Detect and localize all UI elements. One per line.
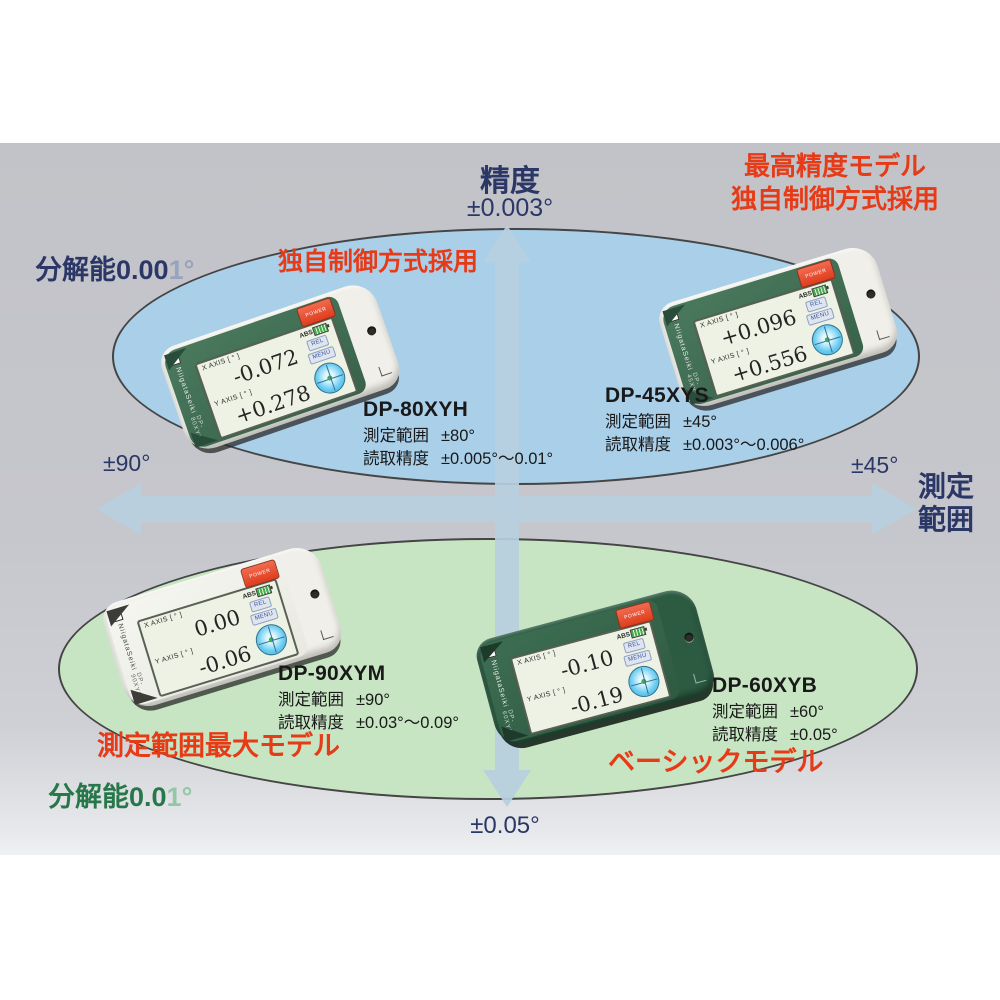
- callout-bottom-left: 測定範囲最大モデル: [97, 731, 340, 761]
- spec-label: 読取精度: [712, 726, 778, 744]
- bullseye-level-icon: [310, 358, 350, 398]
- spec-value: ±0.005°～0.01°: [441, 450, 554, 468]
- abs-mode-label: ABS: [797, 289, 813, 301]
- brand-name: NiigataSeiki: [489, 659, 509, 709]
- abs-mode-label: ABS: [615, 631, 632, 642]
- bullseye-level-icon: [624, 662, 663, 701]
- spec-label: 測定範囲: [363, 427, 429, 445]
- horizontal-axis-right-value: ±45°: [851, 452, 899, 478]
- product-info-dp-80xyh: DP-80XYH 測定範囲 ±80° 読取精度 ±0.005°～0.01°: [363, 398, 553, 471]
- spec-label: 読取精度: [605, 436, 671, 454]
- spec-value: ±0.03°～0.09°: [356, 714, 459, 732]
- spec-value: ±60°: [790, 703, 825, 721]
- spec-value: ±45°: [683, 413, 718, 431]
- spec-value: ±80°: [441, 427, 476, 445]
- resolution-label-top: 分解能0.001°: [35, 255, 195, 285]
- vertical-axis-top-value: ±0.003°: [466, 194, 554, 222]
- callout-top-left: 独自制御方式採用: [278, 248, 479, 276]
- product-info-dp-45xys: DP-45XYS 測定範囲 ±45° 読取精度 ±0.003°～0.006°: [605, 384, 804, 457]
- product-model: DP-45XYS: [605, 384, 709, 407]
- spec-value: ±0.05°: [790, 726, 838, 744]
- product-model: DP-60XYB: [712, 674, 818, 697]
- abs-mode-label: ABS: [241, 589, 257, 601]
- spec-label: 読取精度: [278, 714, 344, 732]
- battery-icon: [255, 584, 273, 598]
- battery-icon: [312, 322, 330, 337]
- battery-icon: [629, 625, 647, 639]
- callout-top-right-line2: 独自制御方式採用: [730, 184, 939, 214]
- spec-value: ±0.003°～0.006°: [683, 436, 805, 454]
- horizontal-axis-title-line2: 範囲: [918, 504, 975, 535]
- product-model: DP-90XYM: [278, 662, 386, 685]
- battery-icon: [811, 284, 829, 298]
- product-info-dp-60xyb: DP-60XYB 測定範囲 ±60° 読取精度 ±0.05°: [712, 674, 838, 747]
- spec-label: 測定範囲: [712, 703, 778, 721]
- spec-label: 測定範囲: [278, 691, 344, 709]
- vertical-axis-bottom-value: ±0.05°: [470, 812, 540, 839]
- horizontal-axis-title: 測定 範囲: [918, 470, 974, 536]
- spec-label: 測定範囲: [605, 413, 671, 431]
- vertical-axis-title: 精度: [480, 165, 540, 198]
- spec-value: ±90°: [356, 691, 391, 709]
- resolution-label-bottom: 分解能0.01°: [48, 782, 193, 812]
- spec-label: 読取精度: [363, 450, 429, 468]
- callout-top-right-line1: 最高精度モデル: [743, 151, 926, 181]
- product-model: DP-80XYH: [363, 398, 469, 421]
- horizontal-axis-title-line1: 測定: [918, 471, 975, 502]
- callout-top-right: 最高精度モデル 独自制御方式採用: [690, 150, 980, 216]
- callout-bottom-right: ベーシックモデル: [608, 747, 824, 777]
- horizontal-axis-left-value: ±90°: [103, 450, 151, 476]
- product-info-dp-90xym: DP-90XYM 測定範囲 ±90° 読取精度 ±0.03°～0.09°: [278, 662, 459, 735]
- bullseye-level-icon: [808, 320, 847, 360]
- bullseye-level-icon: [252, 620, 291, 660]
